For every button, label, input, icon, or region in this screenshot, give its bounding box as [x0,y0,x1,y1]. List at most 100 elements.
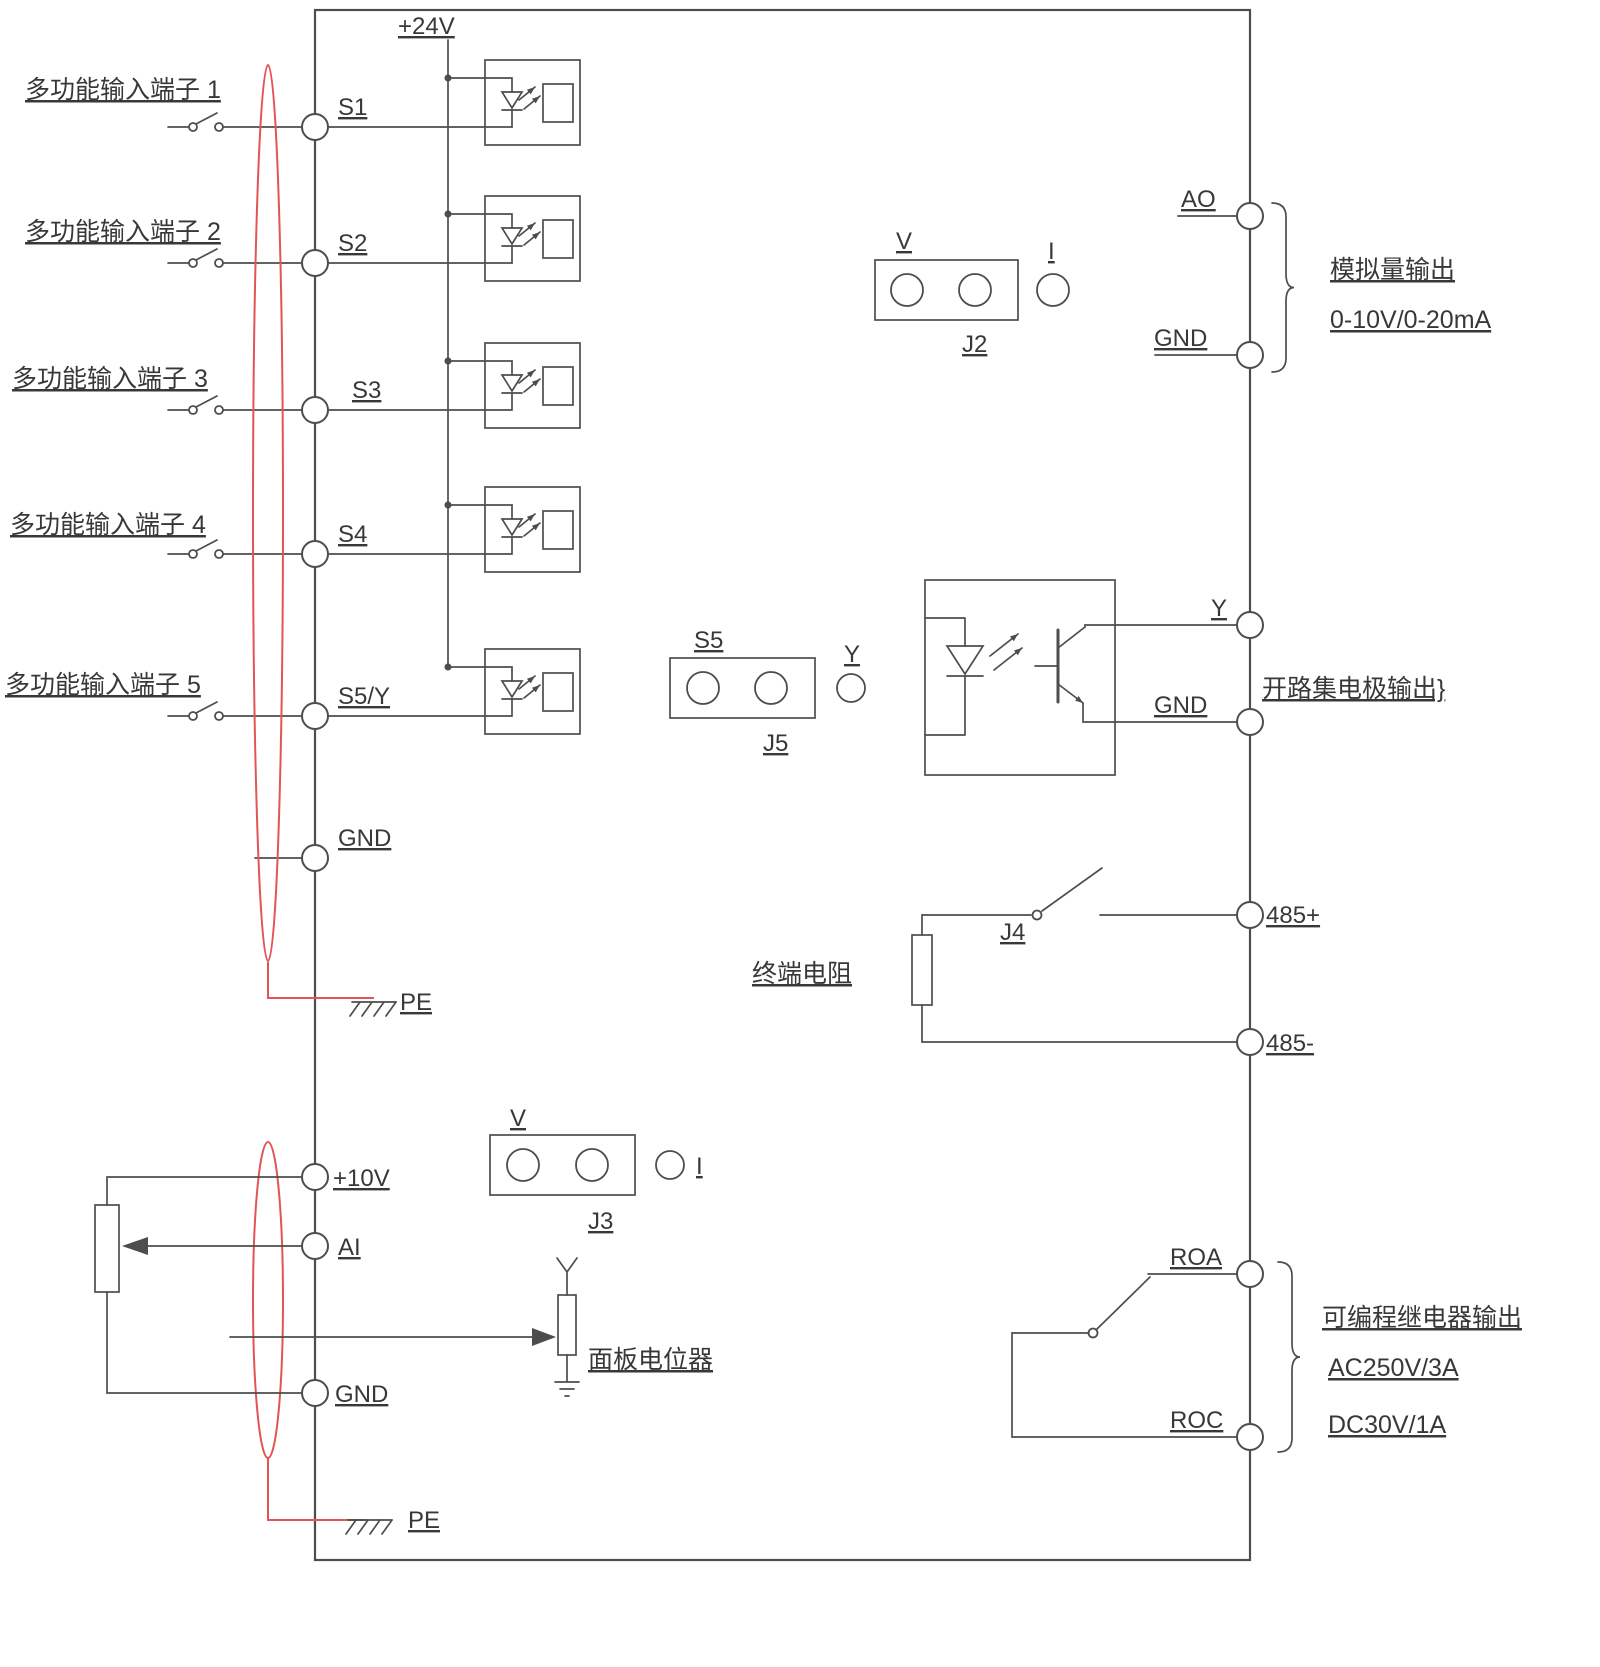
analog-output-annotation-1: 模拟量输出 [1330,256,1455,284]
input-row-s2: 多功能输入端子 2 S2 [25,195,581,282]
jumper-pin-icon [890,273,924,307]
j2-name: J2 [962,331,987,358]
j3-v-label: V [510,1105,526,1132]
brace-icon [1277,1261,1301,1453]
terminal-s4-label: S4 [338,521,367,548]
input-row-s4: 多功能输入端子 4 S4 [10,486,581,573]
terminal-gnd-ao [1236,341,1264,369]
resistor-icon [911,934,933,1006]
panel-pot-label: 面板电位器 [588,1346,713,1374]
terminal-485n [1236,1028,1264,1056]
j5-y-label: Y [844,641,860,668]
termination-resistor-label: 终端电阻 [752,960,852,988]
terminal-roa-label: ROA [1170,1244,1222,1271]
ground-icon [349,1001,397,1017]
switch-icon [167,248,303,268]
terminal-s5y-label: S5/Y [338,683,390,710]
terminal-gnd2 [301,1379,329,1407]
ground-icon [554,1354,580,1397]
terminal-10v-label: +10V [333,1165,390,1192]
panel-potentiometer: 面板电位器 [229,1257,713,1397]
j3-name: J3 [588,1208,613,1235]
terminal-485p-label: 485+ [1266,902,1320,929]
terminal-ao [1236,202,1264,230]
terminal-s3 [301,396,329,424]
terminal-s1 [301,113,329,141]
j5-s5-label: S5 [694,627,723,654]
terminal-485n-label: 485- [1266,1030,1314,1057]
terminal-roc-label: ROC [1170,1407,1223,1434]
terminal-gnd1-label: GND [1154,325,1207,352]
jumper-pin-icon [655,1150,685,1180]
jumper-pin-icon [754,671,788,705]
brace-icon [1271,202,1295,373]
optocoupler-icon [484,342,581,429]
terminal-gnd-oc-label: GND [1154,692,1207,719]
terminal-y [1236,611,1264,639]
terminal-485p [1236,901,1264,929]
jumper-pin-icon [836,673,866,703]
optocoupler-box [924,579,1116,776]
open-collector-opto: Y GND 开路集电极输出} [924,579,1445,776]
terminal-s1-label: S1 [338,94,367,121]
input-5-label: 多功能输入端子 5 [5,671,201,699]
terminal-s2 [301,249,329,277]
terminal-gnd [301,844,329,872]
terminal-ao-label: AO [1181,186,1216,213]
terminal-s5y [301,702,329,730]
v24-rail: +24V [398,13,486,671]
optocoupler-icon [484,486,581,573]
switch-icon [167,539,303,559]
j2-v-label: V [896,228,912,255]
input-row-s3: 多功能输入端子 3 S3 [12,342,581,429]
arrow-icon [532,1328,556,1346]
jumper-pin-icon [575,1148,609,1182]
rs485-termination: J4 485+ 485- 终端电阻 [752,867,1320,1057]
relay-annotation-2: AC250V/3A [1328,1354,1459,1382]
jumper-pin-icon [1036,273,1070,307]
analog-input-pot: +10V AI GND [94,1165,390,1408]
potentiometer-icon [557,1294,577,1356]
relay-output: ROA ROC 可编程继电器输出 AC250V/3A DC30V/1A [1011,1244,1522,1453]
j5-name: J5 [763,730,788,757]
terminal-roc [1236,1423,1264,1451]
terminal-s4 [301,540,329,568]
shield-cable-bottom [252,1141,366,1521]
relay-annotation-1: 可编程继电器输出 [1322,1304,1522,1332]
terminal-gnd-oc [1236,708,1264,736]
wiper-arrow-icon [122,1237,148,1255]
terminal-10v [301,1163,329,1191]
input-3-label: 多功能输入端子 3 [12,365,208,393]
jumper-j5: S5 Y J5 [669,627,866,757]
open-collector-annotation: 开路集电极输出} [1262,675,1445,703]
jumper-j3: V I J3 [489,1105,703,1235]
shield-cable-top [252,64,374,999]
input-4-label: 多功能输入端子 4 [10,511,206,539]
optocoupler-icon [484,648,581,735]
jumper-j2: V I J2 [874,228,1070,358]
terminal-gnd-label: GND [338,825,391,852]
pe-top-label: PE [400,989,432,1016]
digital-gnd: GND [254,825,391,859]
v24-label: +24V [398,13,455,40]
j3-i-label: I [696,1153,703,1180]
j2-i-label: I [1048,238,1055,265]
terminal-s2-label: S2 [338,230,367,257]
input-row-s5: 多功能输入端子 5 S5/Y [5,648,581,735]
switch-lever-icon [1041,867,1103,912]
pe-top: PE [349,989,432,1017]
optocoupler-icon [484,59,581,146]
terminal-ai-label: AI [338,1234,361,1261]
input-1-label: 多功能输入端子 1 [25,76,221,104]
relay-lever-icon [1096,1276,1151,1330]
terminal-y-label: Y [1211,595,1227,622]
analog-output-annotation-2: 0-10V/0-20mA [1330,306,1492,334]
switch-icon [167,112,303,132]
optocoupler-icon [484,195,581,282]
input-2-label: 多功能输入端子 2 [25,218,221,246]
terminal-gnd2-label: GND [335,1381,388,1408]
switch-pivot-icon [1031,909,1043,921]
jumper-pin-icon [686,671,720,705]
